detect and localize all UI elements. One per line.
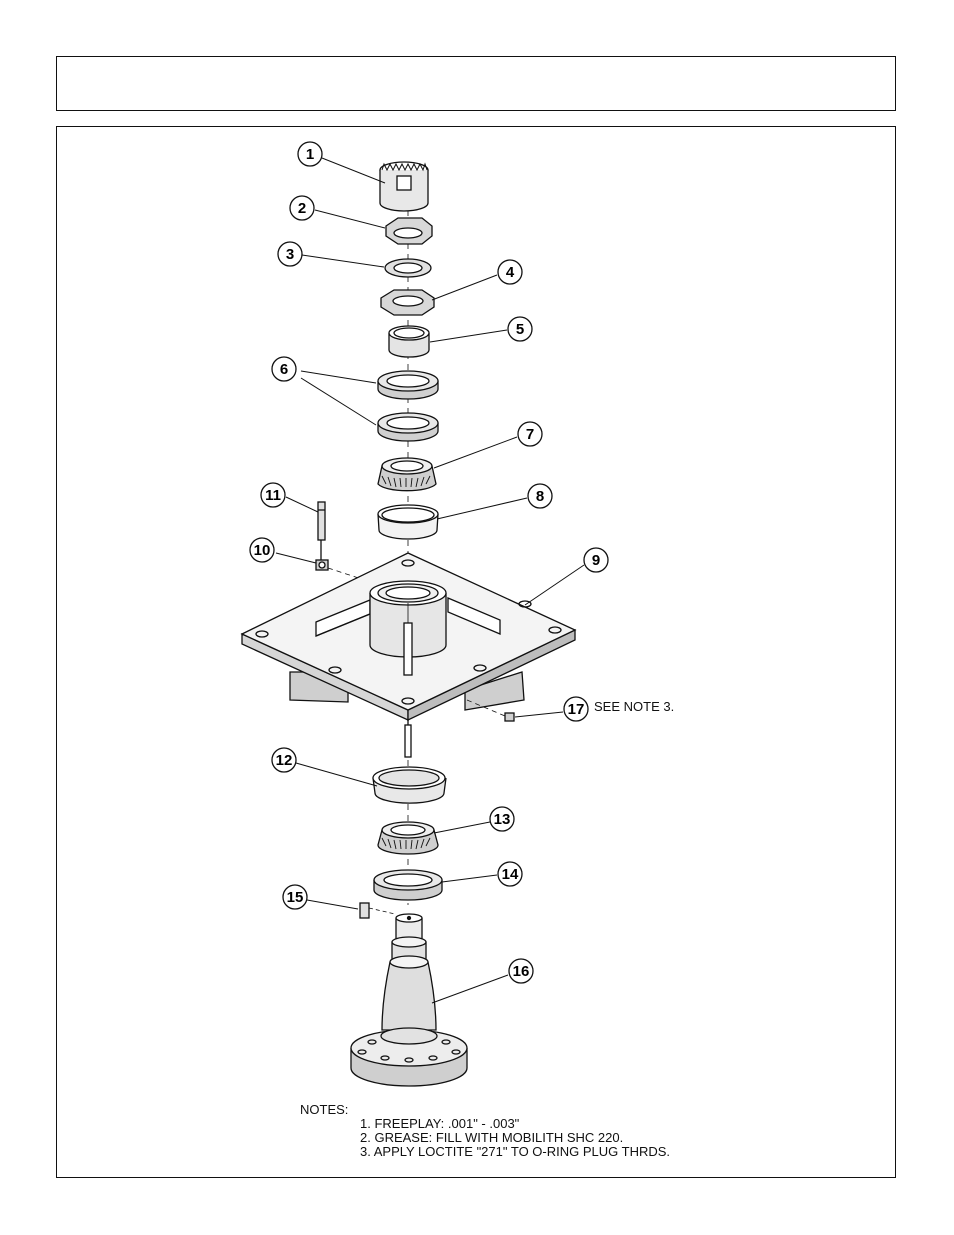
part-17-oring-plug — [466, 699, 515, 722]
callout-15: 15 — [282, 884, 308, 910]
part-2-hex-nut — [385, 217, 433, 245]
svg-text:7: 7 — [526, 426, 534, 443]
part-13-bearing-cone — [377, 821, 439, 855]
callout-5: 5 — [507, 316, 533, 342]
svg-text:15: 15 — [287, 889, 304, 906]
callout-9: 9 — [583, 547, 609, 573]
part-15-key — [359, 902, 396, 919]
callout-6: 6 — [271, 356, 297, 382]
callout-17: 17 — [563, 696, 589, 722]
svg-text:4: 4 — [506, 264, 515, 281]
part-8-bearing-cup — [377, 504, 439, 540]
svg-text:1: 1 — [306, 146, 314, 163]
callout-1: 1 — [297, 141, 323, 167]
note-item-2: 2. GREASE: FILL WITH MOBILITH SHC 220. — [360, 1130, 624, 1145]
callout-7: 7 — [517, 421, 543, 447]
part-7-bearing-cone — [377, 457, 437, 492]
callout-12: 12 — [271, 747, 297, 773]
svg-text:11: 11 — [265, 487, 281, 504]
part-11-tube — [317, 501, 326, 560]
callout-14: 14 — [497, 861, 523, 887]
part-6-seals — [377, 370, 439, 442]
header-box — [56, 56, 896, 111]
svg-text:16: 16 — [513, 963, 530, 980]
svg-text:2: 2 — [298, 200, 306, 217]
callout-8: 8 — [527, 483, 553, 509]
notes-heading: NOTES: — [300, 1102, 349, 1117]
callout-16: 16 — [508, 958, 534, 984]
diagram-frame — [56, 126, 896, 1178]
part-1-spline-hub — [379, 161, 429, 212]
svg-text:6: 6 — [280, 361, 288, 378]
svg-text:12: 12 — [276, 752, 293, 769]
note-item-1: 1. FREEPLAY: .001" - .003" — [360, 1116, 520, 1131]
svg-text:9: 9 — [592, 552, 600, 569]
part-9-gearbox-plate — [240, 552, 577, 758]
svg-text:17: 17 — [568, 701, 585, 718]
svg-text:5: 5 — [516, 321, 524, 338]
part-3-washer — [384, 258, 432, 278]
svg-text:14: 14 — [502, 866, 519, 883]
callout-3: 3 — [277, 241, 303, 267]
callout-4: 4 — [497, 259, 523, 285]
svg-text:3: 3 — [286, 246, 294, 263]
part-12-bearing-cup — [372, 766, 447, 804]
part-4-hex-nut — [380, 289, 435, 316]
part-16-spindle — [350, 913, 468, 1087]
svg-text:13: 13 — [494, 811, 511, 828]
callout-11: 11 — [260, 482, 286, 508]
part-5-sleeve — [388, 325, 430, 358]
notes-block: NOTES: 1. FREEPLAY: .001" - .003" 2. GRE… — [300, 1103, 670, 1159]
svg-text:8: 8 — [536, 488, 544, 505]
see-note-label: SEE NOTE 3. — [594, 699, 675, 714]
callout-10: 10 — [249, 537, 275, 563]
callout-13: 13 — [489, 806, 515, 832]
svg-text:10: 10 — [254, 542, 271, 559]
part-14-seal — [373, 869, 443, 901]
note-item-3: 3. APPLY LOCTITE "271" TO O-RING PLUG TH… — [360, 1144, 671, 1159]
callout-bubbles: 1 2 3 4 5 6 7 8 9 10 11 12 13 14 15 16 1… — [249, 141, 609, 984]
callout-2: 2 — [289, 195, 315, 221]
